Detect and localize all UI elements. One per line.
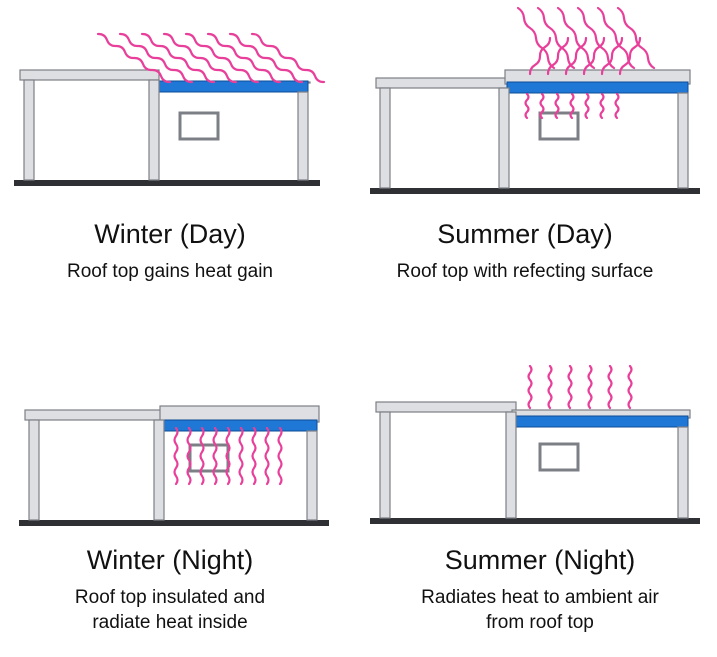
heat-wave [173,426,179,486]
ground-slab [370,188,700,194]
panel-description: radiate heat inside [92,612,248,633]
heat-wave [616,6,656,70]
building [370,401,700,524]
wall-left [379,87,391,189]
heat-wave [96,32,172,84]
wall-left [28,419,40,521]
heat-wave [184,32,260,84]
window [188,443,230,473]
roof-panel [513,415,689,428]
wall-right [677,426,689,519]
roof-slab-left [375,77,510,89]
panel-winter-day: Winter (Day) Roof top gains heat gain [20,218,320,284]
heat-wave [238,426,244,486]
heat-wave [582,36,606,76]
panel-summer-night: Summer (Night) Radiates heat to ambient … [380,544,700,635]
panel-title: Winter (Day) [94,219,246,249]
roof-panel [161,419,318,432]
roof-slab-left [24,409,165,421]
heat-wave [527,364,533,410]
ground-slab [14,180,320,186]
heat-wave [199,426,205,486]
heat-wave [556,6,596,70]
panel-description: Roof top insulated and [74,587,266,608]
heat-wave [277,426,283,486]
panel-description: Roof top with refecting surface [396,261,654,282]
ground-slab [370,518,700,524]
heat-wave [539,92,545,120]
panel-winter-night: Winter (Night) Roof top insulated and ra… [15,544,325,635]
heat-wave [569,92,575,120]
wall-partition [505,411,517,519]
wall-left [379,411,391,519]
panel-summer-day: Summer (Day) Roof top with refecting sur… [355,218,695,284]
heat-wave [524,92,530,120]
roof-panel [506,81,689,94]
heat-wave [599,92,605,120]
panel-description: Radiates heat to ambient air [421,587,659,608]
ground-slab [19,520,329,526]
heat-wave [576,6,616,70]
heat-wave [584,92,590,120]
heat-wave [528,36,552,76]
heat-wave [627,364,633,410]
heat-wave [140,32,216,84]
heat-wave [564,36,588,76]
heat-wave [212,426,218,486]
heat-wave [614,92,620,120]
heat-wave [607,364,613,410]
roof-slab-left [375,401,517,413]
heat-wave [206,32,282,84]
wall-right [306,430,318,521]
building [19,405,329,526]
wall-right [297,91,309,181]
building [14,69,320,186]
heat-wave [546,36,570,76]
heat-wave [587,364,593,410]
wall-partition [498,87,510,189]
heat-wave [118,32,194,84]
heat-wave [162,32,238,84]
panel-description: Roof top gains heat gain [67,261,273,282]
panel-title: Winter (Night) [86,545,254,575]
roof-slab-left [19,69,160,81]
panel-description: from roof top [486,612,594,633]
wall-partition [153,419,165,521]
window [538,442,580,472]
heat-wave [547,364,553,410]
wall-partition [148,79,160,181]
heat-wave [596,6,636,70]
heat-wave [567,364,573,410]
building [370,69,700,194]
panel-title: Summer (Day) [437,219,613,249]
wall-left [23,79,35,181]
heat-wave [225,426,231,486]
heat-wave [264,426,270,486]
panel-title: Summer (Night) [444,545,636,575]
window [178,111,220,141]
heat-wave [554,92,560,120]
heat-wave [516,6,556,70]
wall-right [677,92,689,189]
heat-wave [600,36,624,76]
heat-wave [228,32,304,84]
heat-wave [618,36,642,76]
heat-wave [186,426,192,486]
heat-wave [536,6,576,70]
heat-wave [251,426,257,486]
heat-wave [250,32,326,84]
